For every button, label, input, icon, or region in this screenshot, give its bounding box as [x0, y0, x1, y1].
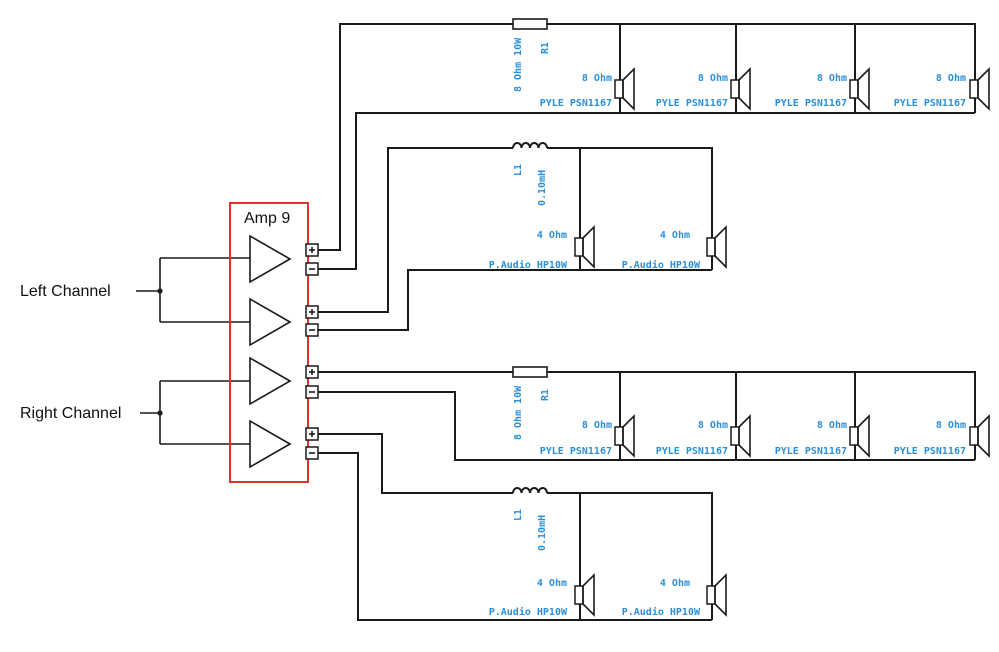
amp-channel-3: [249, 356, 292, 406]
speaker-impedance: 8 Ohm: [936, 73, 966, 84]
speaker-model: P.Audio HP10W: [622, 259, 701, 271]
amp-channel-1: [249, 234, 292, 284]
speaker-model: PYLE PSN1167: [775, 98, 847, 109]
left-input-wiring: [136, 257, 250, 323]
speaker-model: PYLE PSN1167: [540, 446, 612, 457]
speaker-model: PYLE PSN1167: [775, 446, 847, 457]
speaker-model: PYLE PSN1167: [540, 98, 612, 109]
terminal-plus-4: [305, 427, 319, 441]
resistor-r1-right: [512, 366, 548, 378]
speaker-impedance: 4 Ohm: [537, 578, 567, 589]
speaker-impedance: 4 Ohm: [660, 578, 690, 589]
speaker-impedance: 8 Ohm: [817, 420, 847, 431]
speaker-left-a-1: 8 Ohm PYLE PSN1167: [540, 67, 635, 111]
amp-box: [229, 202, 309, 483]
speaker-right-a-4: 8 Ohm PYLE PSN1167: [894, 414, 990, 458]
speaker-left-a-4: 8 Ohm PYLE PSN1167: [894, 67, 990, 111]
speaker-impedance: 4 Ohm: [537, 230, 567, 241]
speaker-left-a-2: 8 Ohm PYLE PSN1167: [656, 67, 751, 111]
inductor-value: 0.10mH: [537, 515, 548, 551]
right-a-wiring: [318, 371, 976, 461]
speaker-model: P.Audio HP10W: [622, 606, 701, 618]
left-a-wiring: [318, 23, 976, 270]
terminal-plus-1: [305, 243, 319, 257]
amp-terminals: [305, 243, 319, 460]
inductor-l1-right: [512, 487, 548, 494]
inductor-label: L1: [513, 509, 524, 521]
speaker-model: P.Audio HP10W: [489, 259, 568, 271]
right-channel-label: Right Channel: [20, 405, 121, 422]
inductor-l1-left: [512, 142, 548, 149]
speaker-model: P.Audio HP10W: [489, 606, 568, 618]
speaker-left-a-3: 8 Ohm PYLE PSN1167: [775, 67, 870, 111]
resistor-label: R1: [540, 42, 551, 54]
speaker-model: PYLE PSN1167: [894, 446, 966, 457]
speaker-impedance: 8 Ohm: [698, 73, 728, 84]
speaker-impedance: 4 Ohm: [660, 230, 690, 241]
speaker-impedance: 8 Ohm: [698, 420, 728, 431]
left-channel-label: Left Channel: [20, 283, 111, 300]
speaker-right-a-2: 8 Ohm PYLE PSN1167: [656, 414, 751, 458]
speaker-right-a-3: 8 Ohm PYLE PSN1167: [775, 414, 870, 458]
resistor-value: 8 Ohm 10W: [513, 385, 524, 440]
amp-channel-4: [249, 419, 292, 469]
speaker-impedance: 8 Ohm: [817, 73, 847, 84]
speaker-right-b-2: 4 Ohm P.Audio HP10W: [622, 573, 727, 618]
amp-title: Amp 9: [244, 210, 290, 227]
terminal-minus-3: [305, 385, 319, 399]
speaker-right-b-1: 4 Ohm P.Audio HP10W: [489, 573, 595, 618]
inductor-label: L1: [513, 164, 524, 176]
resistor-value: 8 Ohm 10W: [513, 37, 524, 92]
terminal-plus-2: [305, 305, 319, 319]
speaker-left-b-1: 4 Ohm P.Audio HP10W: [489, 225, 595, 271]
speaker-model: PYLE PSN1167: [894, 98, 966, 109]
speaker-impedance: 8 Ohm: [582, 420, 612, 431]
amp-channel-2: [249, 297, 292, 347]
speaker-model: PYLE PSN1167: [656, 98, 728, 109]
speaker-left-b-2: 4 Ohm P.Audio HP10W: [622, 225, 727, 271]
speaker-right-a-1: 8 Ohm PYLE PSN1167: [540, 414, 635, 458]
right-b-wiring: [318, 433, 713, 621]
speaker-model: PYLE PSN1167: [656, 446, 728, 457]
speaker-impedance: 8 Ohm: [582, 73, 612, 84]
right-input-wiring: [140, 380, 250, 445]
terminal-minus-4: [305, 446, 319, 460]
resistor-label: R1: [540, 389, 551, 401]
inductor-value: 0.10mH: [537, 170, 548, 206]
terminal-plus-3: [305, 365, 319, 379]
resistor-r1-left: [512, 18, 548, 30]
speaker-impedance: 8 Ohm: [936, 420, 966, 431]
terminal-minus-1: [305, 262, 319, 276]
terminal-minus-2: [305, 323, 319, 337]
